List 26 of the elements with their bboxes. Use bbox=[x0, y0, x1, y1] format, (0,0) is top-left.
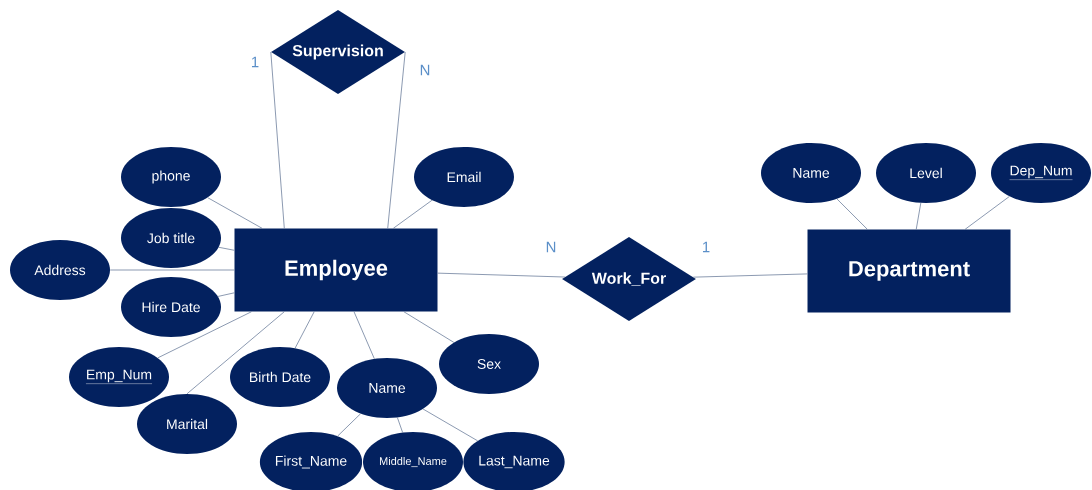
connector-line bbox=[915, 202, 922, 230]
connector-line bbox=[217, 292, 235, 297]
connector-line bbox=[337, 413, 361, 437]
connector-line bbox=[207, 197, 263, 229]
connector-line bbox=[403, 311, 455, 343]
cardinality-label: 1 bbox=[249, 55, 261, 69]
connector-line bbox=[109, 269, 235, 271]
connector-line bbox=[692, 273, 808, 278]
connector-line bbox=[353, 311, 375, 360]
connector-line bbox=[218, 246, 235, 251]
connector-line bbox=[836, 198, 868, 230]
entity-box: Employee bbox=[234, 228, 438, 312]
cardinality-label: N bbox=[544, 240, 558, 254]
connector-line bbox=[157, 311, 252, 359]
connector-line bbox=[294, 311, 315, 349]
connector-line bbox=[964, 196, 1010, 230]
connector-line bbox=[270, 51, 285, 229]
connector-line bbox=[186, 311, 285, 395]
connector-line bbox=[422, 408, 479, 442]
connector-line bbox=[387, 51, 406, 229]
connector-line bbox=[437, 272, 566, 278]
connector-line bbox=[397, 417, 403, 433]
cardinality-label: 1 bbox=[700, 240, 712, 254]
entity-box: Department bbox=[807, 229, 1011, 313]
connector-line bbox=[393, 199, 433, 229]
cardinality-label: N bbox=[418, 63, 432, 77]
